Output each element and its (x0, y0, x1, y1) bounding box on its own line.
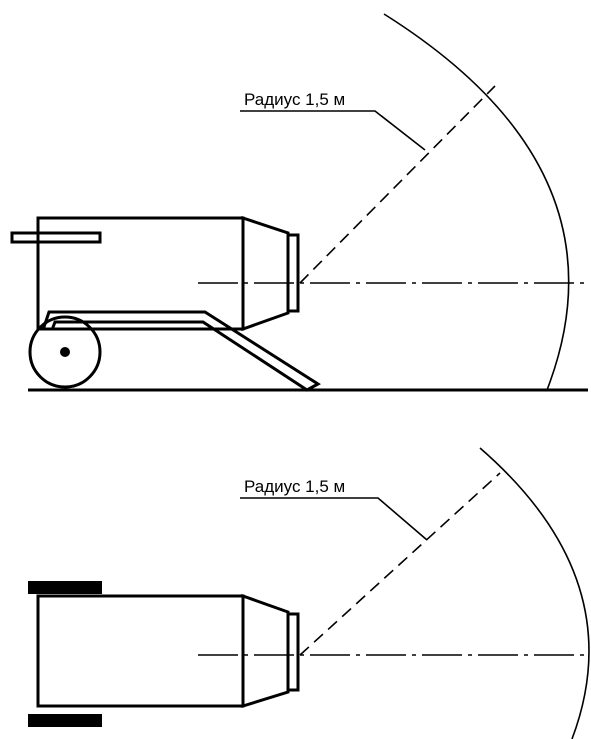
nozzle-cone-top (241, 593, 290, 709)
radius-label-side: Радиус 1,5 м (244, 90, 345, 109)
radius-arc-top (479, 447, 590, 739)
radius-label-top: Радиус 1,5 м (244, 477, 345, 496)
label-leader-side (240, 110, 426, 151)
side-view: Радиус 1,5 м (10, 13, 588, 392)
wheel-top-left (28, 581, 102, 594)
wheel (28, 315, 102, 389)
radius-arc-side (383, 13, 570, 391)
heater-body-top (36, 594, 245, 708)
outlet-ring-top (286, 612, 300, 692)
radius-line-top (299, 472, 501, 656)
radius-line-side (299, 85, 496, 284)
wheel-top-right (28, 714, 102, 727)
chassis-frame (41, 310, 321, 392)
label-leader-top (240, 497, 428, 541)
nozzle-cone-side (241, 215, 290, 332)
top-view: Радиус 1,5 м (28, 447, 590, 739)
handle-bar (10, 231, 102, 244)
outlet-ring-side (286, 233, 300, 313)
wheel-hub (60, 347, 70, 357)
